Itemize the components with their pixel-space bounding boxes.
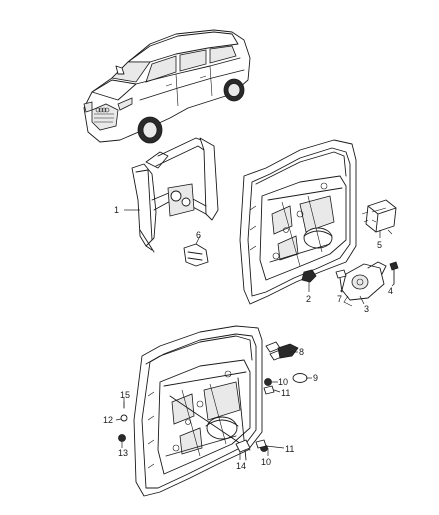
vehicle-illustration xyxy=(83,29,251,144)
callout-14: 14 xyxy=(236,461,246,471)
callout-10-upper: 10 xyxy=(278,377,288,387)
callout-6: 6 xyxy=(196,230,201,240)
screw-4 xyxy=(389,261,399,285)
retaining-clip xyxy=(183,243,209,267)
callout-11-upper: 11 xyxy=(281,388,290,398)
callout-5: 5 xyxy=(377,240,382,250)
callout-3: 3 xyxy=(364,304,369,314)
callout-1: 1 xyxy=(114,205,119,215)
callout-11-lower: 11 xyxy=(285,444,294,454)
window-motor xyxy=(341,261,387,307)
callout-12: 12 xyxy=(103,415,113,425)
callout-9: 9 xyxy=(313,373,318,383)
callout-7: 7 xyxy=(337,294,342,304)
control-unit xyxy=(361,199,397,235)
brand-rings-icon xyxy=(95,107,110,113)
callout-13: 13 xyxy=(118,448,128,458)
window-regulator xyxy=(131,137,219,253)
callout-4: 4 xyxy=(388,286,393,296)
callout-15: 15 xyxy=(120,390,130,400)
callout-8: 8 xyxy=(299,347,304,357)
door-frame-lower xyxy=(133,325,263,497)
nut-2 xyxy=(301,269,317,283)
leader-lines xyxy=(115,209,395,460)
small-parts-lower xyxy=(118,341,308,453)
callout-10-lower: 10 xyxy=(261,457,271,467)
callout-labels: 1 2 3 4 5 6 7 8 9 10 11 10 11 12 13 14 1… xyxy=(103,205,393,471)
door-frame-upper xyxy=(239,139,357,305)
callout-2: 2 xyxy=(306,294,311,304)
screw-7 xyxy=(335,269,347,293)
